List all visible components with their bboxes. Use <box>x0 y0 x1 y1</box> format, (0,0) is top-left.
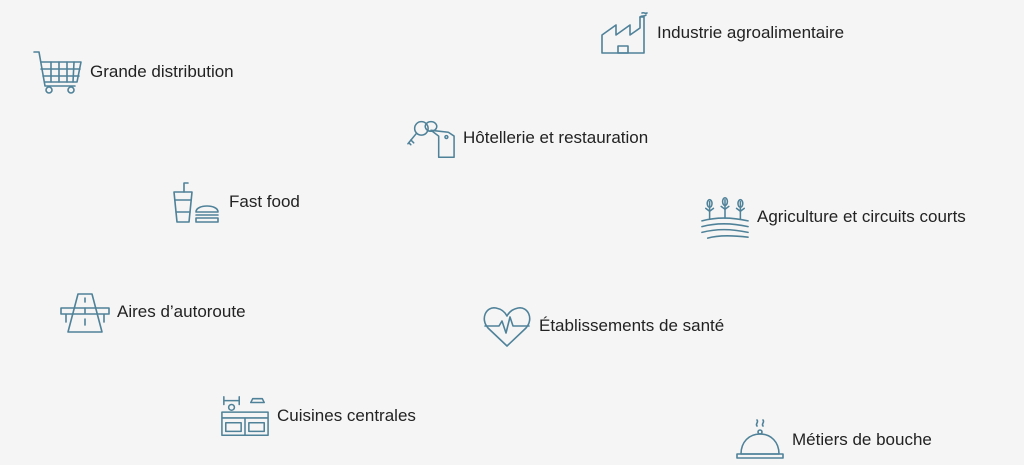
sector-label: Fast food <box>229 192 300 211</box>
kitchen-icon <box>221 396 269 437</box>
sector-label: Grande distribution <box>90 62 234 81</box>
sector-grande-distribution[interactable]: Grande distribution <box>33 50 234 94</box>
field-crops-icon <box>701 197 749 239</box>
sector-label: Métiers de bouche <box>792 430 932 449</box>
sector-agriculture[interactable]: Agriculture et circuits courts <box>700 195 966 239</box>
sector-label: Aires d’autoroute <box>117 302 246 321</box>
sector-aires-autoroute[interactable]: Aires d’autoroute <box>60 290 246 334</box>
sector-fast-food[interactable]: Fast food <box>172 180 300 224</box>
hotel-key-icon <box>407 120 455 158</box>
sector-industrie[interactable]: Industrie agroalimentaire <box>600 11 844 55</box>
sector-label: Cuisines centrales <box>277 406 416 425</box>
highway-icon <box>60 293 110 333</box>
sector-label: Hôtellerie et restauration <box>463 128 649 147</box>
shopping-cart-icon <box>33 51 82 94</box>
cloche-icon <box>736 419 784 459</box>
sector-label: Industrie agroalimentaire <box>657 23 845 42</box>
heartbeat-icon <box>483 307 531 347</box>
factory-icon <box>601 11 648 54</box>
sector-hotellerie[interactable]: Hôtellerie et restauration <box>406 116 648 160</box>
sector-metiers-bouche[interactable]: Métiers de bouche <box>735 418 932 462</box>
sector-label: Agriculture et circuits courts <box>757 207 966 226</box>
sector-sante[interactable]: Établissements de santé <box>482 304 724 348</box>
drink-burger-icon <box>173 182 219 223</box>
sector-cuisines-centrales[interactable]: Cuisines centrales <box>220 394 416 438</box>
sector-label: Établissements de santé <box>539 316 725 335</box>
